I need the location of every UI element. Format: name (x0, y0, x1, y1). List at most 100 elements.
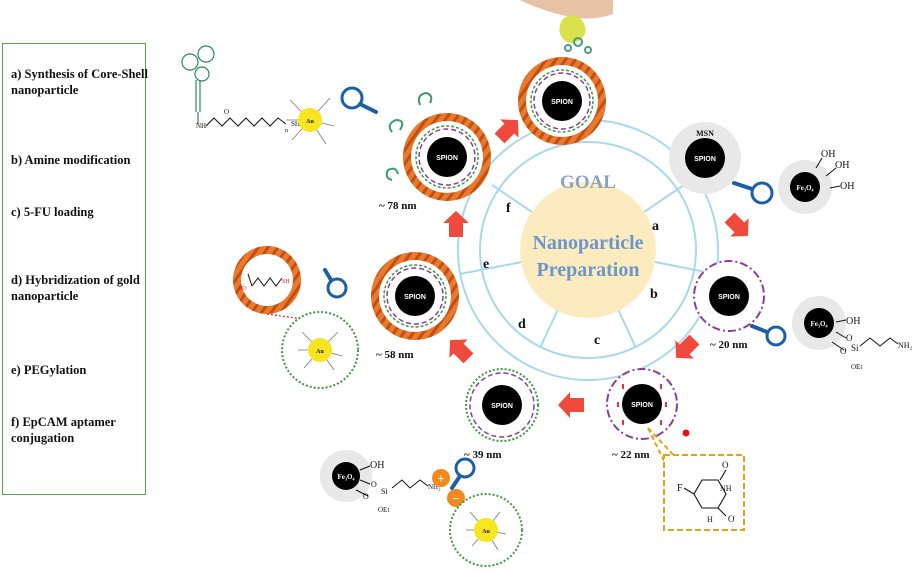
au-label-d: Au (482, 529, 490, 535)
aptamer-n-label: n (285, 128, 288, 134)
stage-e-spion-core (395, 276, 435, 316)
o-label-b1: O (846, 333, 853, 343)
5fu-o-label-2: O (728, 514, 735, 524)
oh-label-b: OH (846, 316, 860, 327)
magnifier-icon-a (732, 181, 774, 205)
oh-label-2: OH (835, 160, 849, 171)
size-label-b: ~ 20 nm (710, 339, 748, 351)
arrow-a-to-b (724, 212, 749, 237)
stage-c-spion-label: SPION (631, 402, 653, 409)
wheel-center-disc (520, 182, 656, 318)
stage-b-particle: SPION ~ 20 nm Fe₃O₄ OH O O Si NH₂ OEt (693, 260, 913, 371)
au-label-f: Au (306, 119, 314, 125)
oet-label-d: OEt (378, 506, 389, 514)
size-label-d: ~ 39 nm (464, 449, 502, 461)
final-particle: SPION (518, 0, 613, 145)
magnifier-icon-d (450, 457, 476, 490)
magnifier-icon-b (750, 324, 787, 347)
msn-label: MSN (696, 129, 714, 138)
oh-label-3: OH (840, 181, 854, 192)
aptamer-gold-core (298, 108, 322, 132)
legend-item-c: c) 5-FU loading (11, 205, 94, 219)
wheel-inner-ring (479, 141, 697, 359)
size-label-f: ~ 78 nm (379, 200, 417, 212)
aptamer-o-label: O (224, 108, 229, 116)
wheel-goal-label: GOAL (560, 172, 616, 193)
stage-d-spion-core (482, 385, 522, 425)
nh2-label-d: NH₂ (428, 483, 441, 491)
stage-b-spion-label: SPION (718, 294, 740, 301)
o-label-d2: O (363, 492, 369, 501)
sh-label-e: SH (282, 279, 290, 285)
stage-f-particle: SPION ~ 78 nm NH (181, 45, 491, 212)
magnifier-icon-e (323, 268, 348, 299)
oh-label-d: OH (370, 460, 384, 471)
arrow-e-to-f (443, 211, 469, 237)
final-spion-label: SPION (551, 99, 573, 106)
size-label-e: ~ 58 nm (376, 349, 414, 361)
aptamer-strands (385, 91, 433, 181)
gold-np-core (474, 518, 498, 542)
aptamer-sh-label: SH (291, 120, 300, 128)
fe3o4-label-a: Fe₃O₄ (796, 184, 814, 192)
legend-item-f: f) EpCAM aptamer conjugation (11, 415, 116, 445)
5fu-structure-box (663, 454, 745, 531)
nh2-label-b: NH₂ (898, 341, 913, 350)
size-label-c: ~ 22 nm (612, 449, 650, 461)
arrow-d-to-e (449, 339, 474, 364)
process-arrows (443, 119, 749, 418)
legend-item-e: e) PEGylation (11, 363, 87, 377)
o-label-d1: O (371, 480, 377, 489)
5fu-h-label: H (707, 515, 713, 524)
wheel-segment-c: c (594, 333, 600, 348)
arrow-b-to-c (675, 334, 700, 359)
aptamer-structure (181, 45, 215, 124)
wheel-center-line1: Nanoparticle (532, 232, 643, 254)
fe3o4-label-b: Fe₃O₄ (810, 320, 828, 328)
fe3o4-label-d: Fe₃O₄ (337, 473, 355, 481)
stage-c-spion-core (622, 384, 662, 424)
wheel-segment-e: e (483, 257, 489, 272)
msn-spion-label: SPION (694, 156, 716, 163)
5fu-o-label-1: O (722, 460, 729, 470)
msn-spion-core (685, 138, 725, 178)
stage-f-spion-label: SPION (436, 155, 458, 162)
stage-e-particle: SPION ~ 58 nm HO SH Au (233, 246, 459, 389)
5fu-nh-label: NH (720, 484, 732, 493)
stage-b-spion-core (709, 276, 749, 316)
5fu-ring (683, 469, 727, 517)
oh-label-1: OH (821, 149, 835, 160)
positive-charge-icon (432, 469, 450, 487)
legend-item-a: a) Synthesis of Core-Shell nanoparticle (11, 67, 148, 97)
stage-d-particle: SPION ~ 39 nm Fe₃O₄ OH O O Si NH₂ OEt (320, 368, 539, 567)
legend-item-b: b) Amine modification (11, 153, 131, 167)
wheel-center-line2: Preparation (537, 259, 640, 281)
legend-item-d: d) Hybridization of gold nanoparticle (11, 273, 140, 303)
wheel-segment-a: a (652, 219, 659, 234)
si-label-d: Si (381, 487, 388, 496)
wheel-segment-b: b (650, 287, 658, 302)
negative-charge-icon (447, 489, 465, 507)
aptamer-binding-icon (573, 37, 583, 47)
arrow-c-to-d (558, 392, 584, 418)
plus-sign: + (437, 471, 444, 486)
stage-c-particle: SPION ~ 22 nm F O O NH H (606, 368, 745, 531)
final-spion-core (542, 81, 582, 121)
ho-label-e: HO (238, 286, 247, 292)
5fu-drug-dot (682, 429, 690, 437)
wheel: GOAL Nanoparticle Preparation a b c d e … (457, 119, 719, 381)
stage-d-spion-label: SPION (491, 403, 513, 410)
stage-a-particle: SPION MSN Fe₃O₄ OH OH OH (669, 122, 854, 214)
cell-membrane-fragment (520, 0, 613, 19)
legend-box: a) Synthesis of Core-Shell nanoparticle … (2, 43, 148, 495)
wheel-segment-f: f (506, 201, 511, 216)
stage-f-spion-core (427, 137, 467, 177)
stage-e-spion-label: SPION (404, 294, 426, 301)
magnifier-icon-f (340, 86, 378, 114)
arrow-f-to-final (494, 119, 519, 144)
wheel-spokes (459, 184, 717, 349)
o-label-b2: O (840, 346, 847, 356)
wheel-segment-d: d (518, 317, 526, 332)
oet-label-b: OEt (851, 363, 862, 371)
